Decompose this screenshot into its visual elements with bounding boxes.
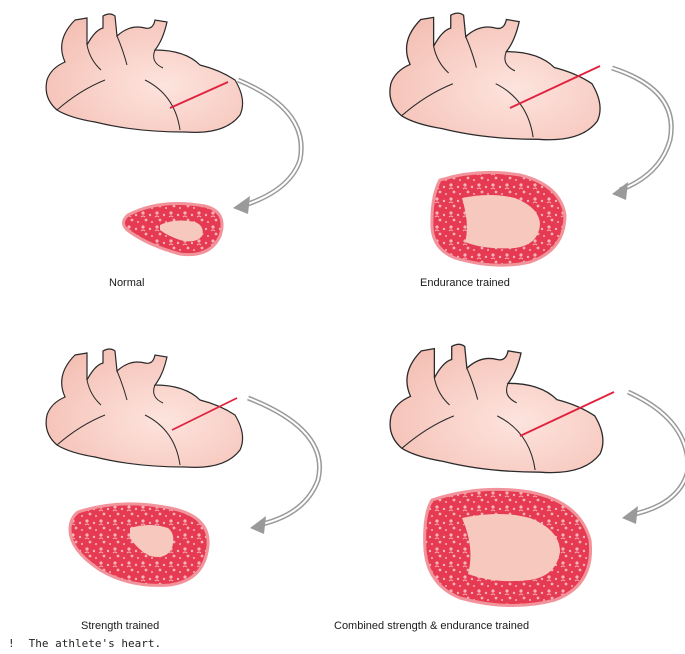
caption-text: The athlete's heart. [29, 637, 161, 650]
label-endurance-trained: Endurance trained [420, 277, 510, 289]
heart-combined [390, 344, 603, 472]
panel-combined [390, 344, 685, 605]
curved-arrow-endurance [612, 68, 671, 200]
caption-marker: ! [8, 637, 15, 650]
label-strength-trained: Strength trained [81, 620, 159, 632]
panel-normal [46, 14, 301, 255]
figure-caption: ! The athlete's heart. [8, 637, 161, 650]
curved-arrow-strength [248, 398, 320, 534]
curved-arrow-normal [233, 80, 301, 214]
label-normal: Normal [109, 277, 144, 289]
panel-endurance [390, 13, 671, 265]
cross-section-endurance [432, 172, 565, 265]
label-combined-trained: Combined strength & endurance trained [334, 620, 529, 632]
heart-normal [46, 14, 242, 132]
panel-strength [46, 349, 319, 585]
heart-strength [46, 349, 242, 467]
curved-arrow-combined [622, 392, 685, 524]
heart-endurance [390, 13, 600, 140]
cross-section-normal [123, 203, 222, 254]
cross-section-strength [70, 504, 208, 586]
cross-section-combined [425, 489, 591, 605]
